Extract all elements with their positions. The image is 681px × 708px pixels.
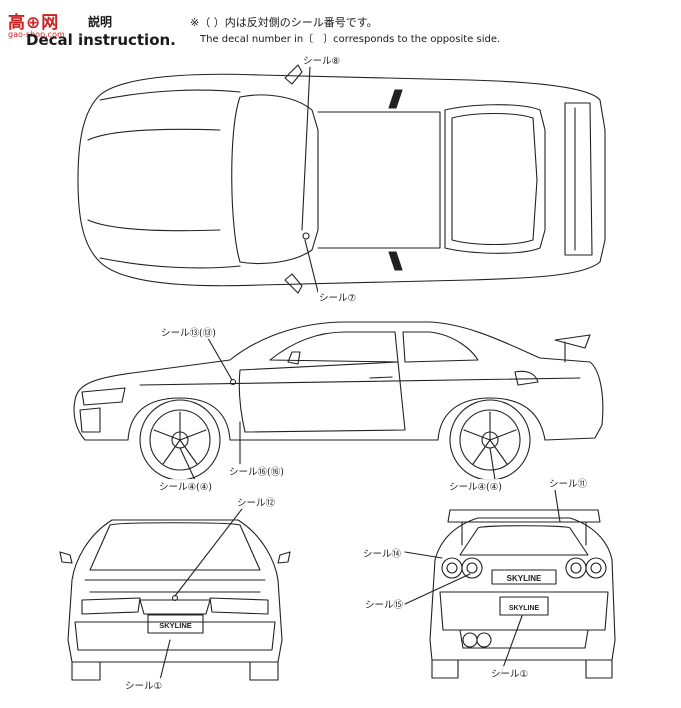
rear-plate-text: SKYLINE [509,605,540,612]
side-rear-window [402,331,479,363]
side-character-line [139,377,581,386]
top-decal-stripe-7 [388,251,403,271]
rear-spoiler [447,509,601,546]
top-rear-window-inner [451,112,538,246]
label-top-side: シール⑦ [318,290,358,304]
rear-exhaust-right [476,632,492,648]
rear-window [459,525,589,556]
front-hood [84,579,266,593]
top-decal-stripe-8 [388,89,403,109]
label-front-top: シール⑫ [236,495,277,509]
label-side-sill: シール⑯(⑯) [228,464,285,478]
side-front-grille [79,407,101,433]
watermark-logo: 高⊕网 gao-shop.com [8,8,86,42]
label-rear-left-lower: シール⑮ [364,597,405,611]
rear-trunk-badge [491,569,557,585]
front-headlight-right [209,597,269,615]
front-mirror-left [59,551,73,564]
top-rear-window [444,104,546,254]
logo-text: 高⊕网 [8,13,60,33]
rear-plate [499,596,549,616]
side-window [269,331,399,363]
label-rear-bottom: シール① [490,666,530,680]
top-windshield [231,94,319,265]
front-grille [139,599,211,615]
side-headlight [81,387,126,406]
rear-diffuser [459,629,589,649]
rear-body-outline [429,517,616,661]
title-japanese: 説明 [88,15,113,29]
front-bumper [74,621,276,651]
side-mirror [287,351,301,365]
top-hood-lines [87,89,241,269]
top-spoiler [564,102,593,256]
note-english: The decal number in〔 〕corresponds to the… [200,34,501,45]
label-front-bottom: シール① [124,678,164,692]
rear-bumper [439,591,609,631]
top-roof [317,111,441,249]
label-side-rear-wheel: シール④(④) [448,479,503,493]
logo-subtext: gao-shop.com [8,30,65,39]
rear-taillight-left-inner [461,557,483,579]
front-body-outline [67,519,283,663]
rear-taillight-right-outer [585,557,607,579]
label-top-roof: シール⑧ [302,53,342,67]
rear-badge-text: SKYLINE [507,574,542,583]
side-spoiler [554,334,591,363]
top-side-mirror-right [284,273,303,294]
side-door-line [238,361,406,433]
front-plate [147,614,204,634]
side-fuel-door [514,370,539,386]
note-japanese: ※（ ）内は反対側のシール番号です。 [190,16,378,29]
title-english: Decal instruction. [26,31,176,49]
front-view [59,504,291,681]
front-headlight-left [81,597,141,615]
top-view [77,64,606,294]
front-plate-text: SKYLINE [159,621,192,630]
front-mirror-right [277,551,291,564]
side-body-outline [73,321,604,441]
label-rear-left-upper: シール⑭ [362,546,403,560]
label-side-front-wheel: シール④(④) [158,479,213,493]
label-side-front-fender: シール⑬(⑬) [160,325,217,339]
label-rear-top: シール⑪ [548,476,589,490]
top-side-mirror-left [284,64,303,85]
side-door-handle [369,376,393,379]
top-body-outline [77,73,606,287]
side-view [73,321,604,481]
rear-view [404,489,616,679]
front-windshield [89,522,261,571]
